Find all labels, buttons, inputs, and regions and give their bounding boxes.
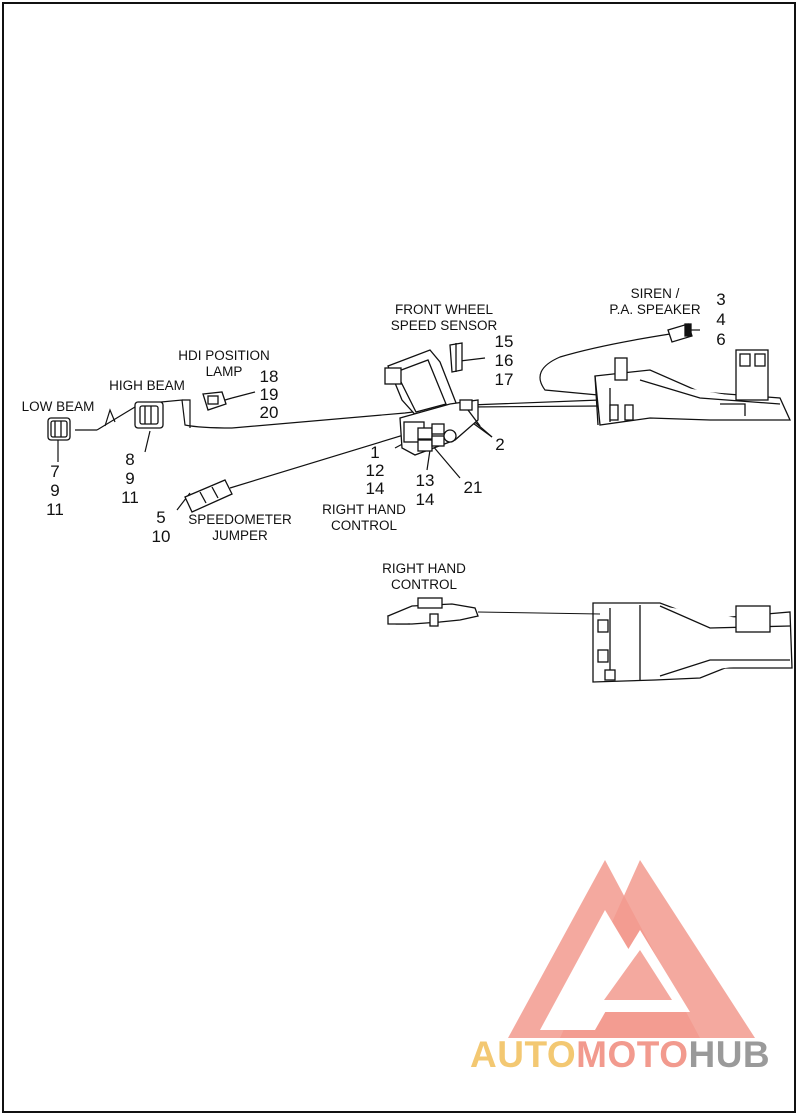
automotohub-logo-mark xyxy=(508,860,755,1038)
siren-speaker-label: SIREN / P.A. SPEAKER xyxy=(609,286,701,317)
speedometer-callout-2: 10 xyxy=(151,527,171,546)
hdi-callout-2: 19 xyxy=(259,385,279,404)
right-hand-control-label-upper: RIGHT HAND CONTROL xyxy=(322,502,406,533)
high-beam-callout-3: 11 xyxy=(121,488,139,507)
right-hand-control-switches xyxy=(399,399,481,456)
siren-callout-2: 4 xyxy=(716,310,726,329)
siren-callout-1: 3 xyxy=(716,290,726,309)
ground-callout: 21 xyxy=(463,478,483,497)
switch-callout-1: 1 xyxy=(370,443,380,462)
speed-sensor-callout-1: 15 xyxy=(494,332,514,351)
hdi-lamp-connector xyxy=(202,391,227,411)
siren-speaker-wire xyxy=(539,333,671,396)
hdi-position-lamp-label: HDI POSITION LAMP xyxy=(178,348,270,379)
hdi-callout-1: 18 xyxy=(259,367,279,386)
speedometer-connector xyxy=(184,479,233,513)
upper-control-housing xyxy=(594,349,792,426)
right-hand-control-label-lower: RIGHT HAND CONTROL xyxy=(382,561,466,592)
low-beam-label: LOW BEAM xyxy=(21,399,95,414)
logo-part-moto: MOTO xyxy=(576,1034,689,1075)
hdi-lamp-wire xyxy=(224,397,233,401)
speed-sensor-callout-2: 16 xyxy=(494,351,514,370)
hdi-callout-3: 20 xyxy=(259,403,279,422)
low-beam-callout-3: 11 xyxy=(46,500,64,519)
speedometer-callout-1: 5 xyxy=(156,508,166,527)
logo-part-auto: AUTO xyxy=(470,1034,577,1075)
lower-right-hand-switch xyxy=(386,597,479,627)
high-beam-callout-2: 9 xyxy=(125,469,135,488)
high-beam-label: HIGH BEAM xyxy=(109,378,185,393)
low-beam-callout-1: 7 xyxy=(50,462,60,481)
center-switch-callout-1: 13 xyxy=(415,471,435,490)
siren-callout-3: 6 xyxy=(716,330,726,349)
low-beam-connector xyxy=(47,417,71,441)
center-switch-callout-2: 14 xyxy=(415,490,435,509)
high-beam-callout-1: 8 xyxy=(125,450,135,469)
speed-sensor-callout-3: 17 xyxy=(494,370,514,389)
automotohub-logo-text: AUTOMOTOHUB xyxy=(470,1034,770,1076)
speedometer-jumper-label: SPEEDOMETER JUMPER xyxy=(188,512,292,543)
lower-control-housing xyxy=(592,602,793,683)
siren-connector xyxy=(667,323,693,343)
switch-callout-2: 12 xyxy=(365,461,385,480)
speed-sensor-bracket xyxy=(384,342,463,421)
harness-clip-callout: 2 xyxy=(495,435,505,454)
main-harness-wire-2 xyxy=(469,405,601,408)
front-wheel-speed-sensor-label: FRONT WHEEL SPEED SENSOR xyxy=(390,302,498,333)
logo-part-hub: HUB xyxy=(688,1034,771,1075)
high-beam-connector xyxy=(134,401,164,429)
low-beam-callout-2: 9 xyxy=(50,481,60,500)
switch-callout-3: 14 xyxy=(365,479,385,498)
